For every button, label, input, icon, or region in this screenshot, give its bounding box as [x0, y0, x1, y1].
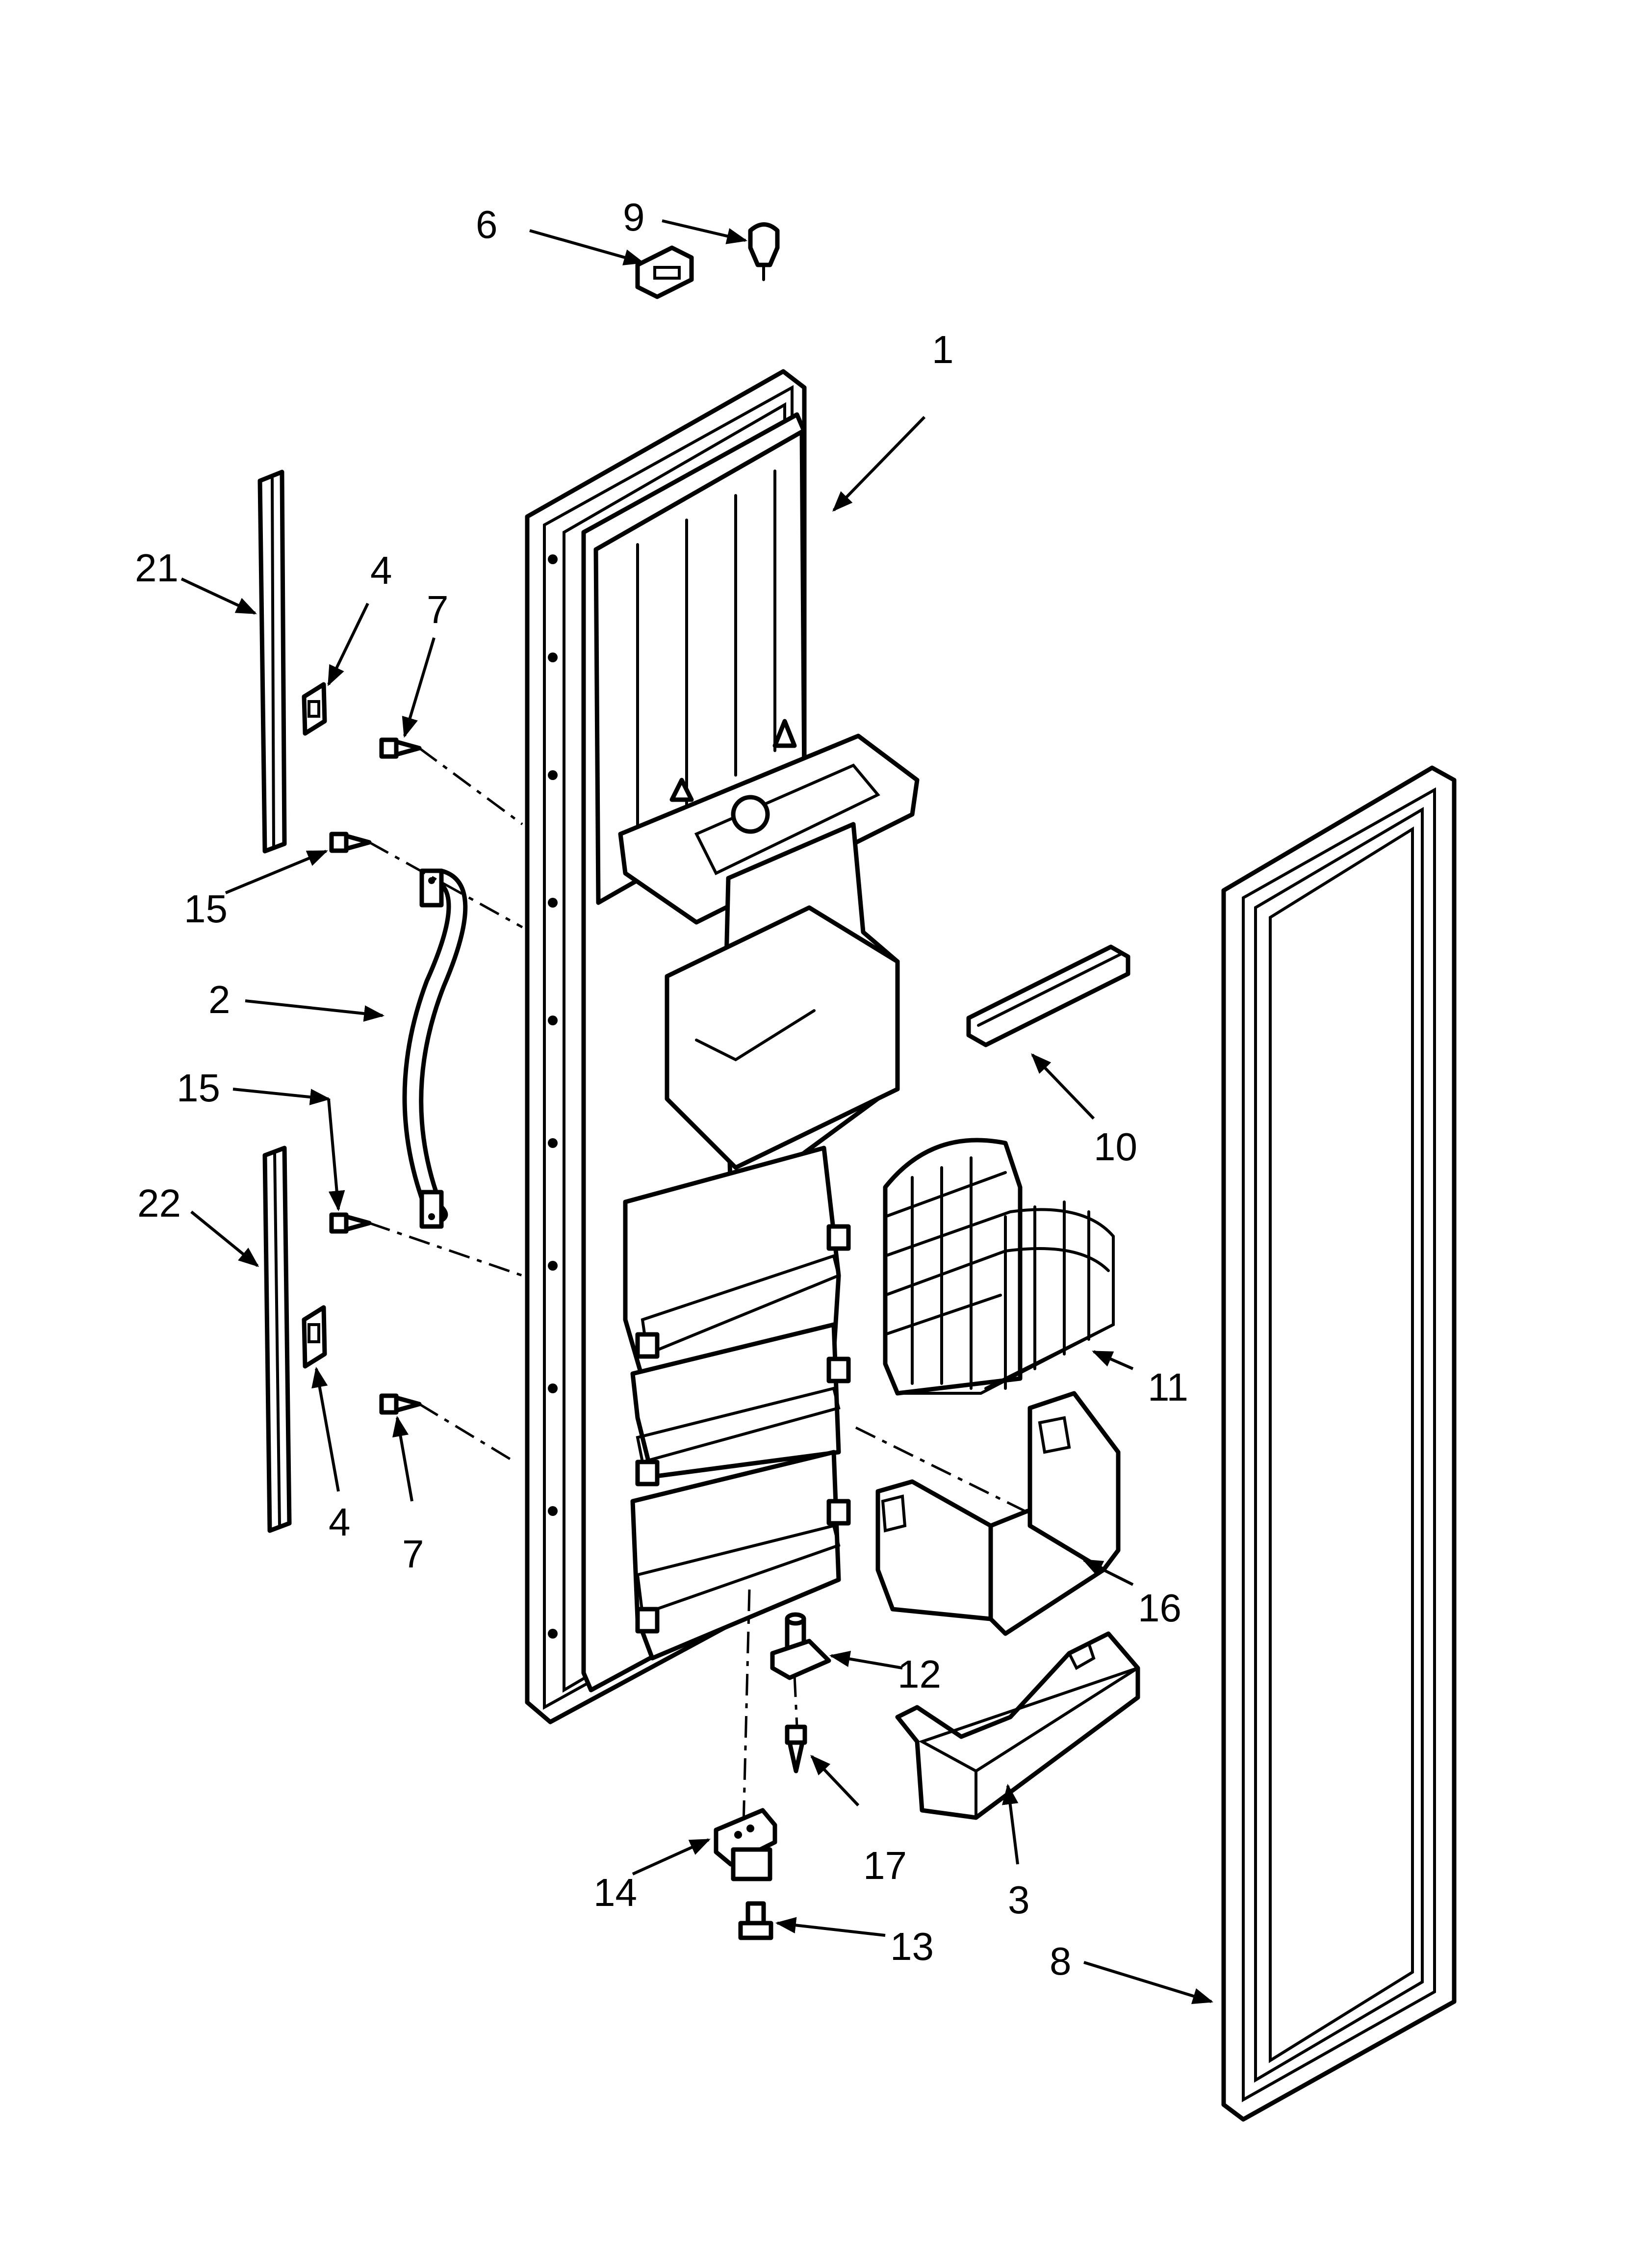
door-screw-dots [548, 554, 558, 1639]
callout-22: 22 [137, 1181, 181, 1225]
screw-7-upper [379, 737, 422, 759]
callout-17: 17 [863, 1844, 907, 1887]
upper-handle-trim [257, 469, 287, 854]
callout-7-lower: 7 [402, 1532, 424, 1576]
callout-14: 14 [593, 1871, 637, 1914]
callout-13: 13 [890, 1925, 934, 1968]
callout-10: 10 [1094, 1125, 1137, 1169]
callout-3: 3 [1008, 1878, 1030, 1922]
door-switch [635, 245, 694, 299]
callout-4-lower: 4 [329, 1500, 351, 1544]
lower-handle-trim [262, 1146, 292, 1533]
hinge-bolt [738, 1901, 773, 1940]
callout-16: 16 [1138, 1586, 1181, 1630]
callout-1: 1 [932, 328, 954, 371]
callout-8: 8 [1050, 1939, 1072, 1983]
light-socket [748, 222, 780, 281]
door-gasket [1221, 765, 1457, 2122]
screw-15-upper [329, 832, 372, 853]
shelf-clips [635, 1224, 851, 1634]
hinge-pin [770, 1612, 831, 1680]
callout-15-lower: 15 [177, 1066, 220, 1110]
assembly-lines [368, 747, 1036, 1845]
trim-clip-upper [302, 682, 327, 736]
callout-12: 12 [898, 1652, 941, 1696]
callout-9: 9 [623, 195, 645, 239]
bottom-hinge [714, 1808, 777, 1881]
callout-2: 2 [208, 978, 231, 1021]
door-panel [525, 369, 920, 1724]
door-handle [402, 868, 468, 1229]
trim-clip-lower [302, 1305, 327, 1369]
hinge-screw [785, 1724, 807, 1773]
callout-4-upper: 4 [370, 548, 392, 592]
callout-11: 11 [1148, 1365, 1188, 1409]
leader-lines [180, 219, 1214, 2004]
callout-labels: 6 9 1 21 4 7 15 2 15 22 10 11 16 4 7 12 … [135, 195, 1188, 1983]
screw-15-lower [329, 1212, 372, 1234]
screw-7-lower [379, 1393, 422, 1415]
door-shelf [895, 1631, 1140, 1820]
storage-bin [875, 1391, 1121, 1636]
callout-15-upper: 15 [184, 887, 228, 931]
wire-ice-basket [883, 1138, 1115, 1396]
callout-6: 6 [476, 203, 498, 246]
dispenser-trim-rail [966, 944, 1130, 1047]
callout-21: 21 [135, 546, 179, 590]
callout-7-upper: 7 [427, 588, 449, 631]
